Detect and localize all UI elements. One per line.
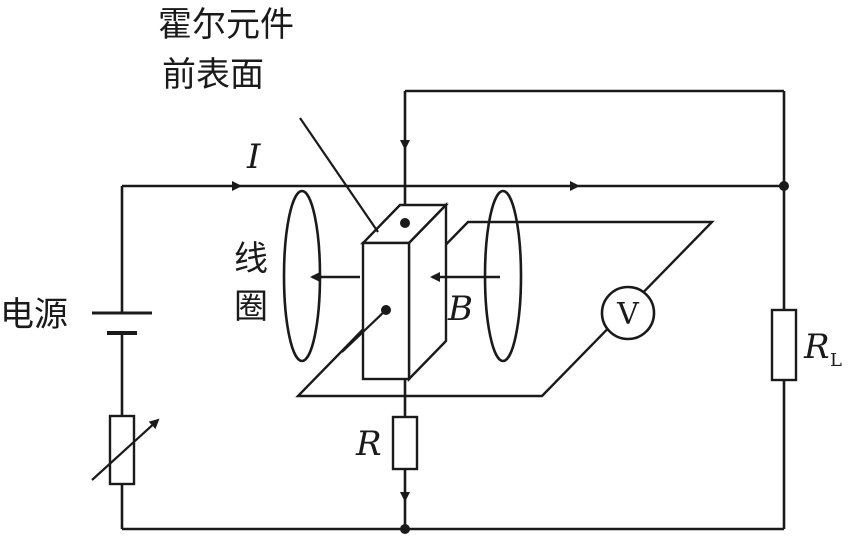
bottom-branch <box>391 379 419 534</box>
junction-bottom <box>400 524 410 534</box>
label-front-surface: 前表面 <box>162 55 264 95</box>
variable-resistor-arrow <box>91 418 160 481</box>
label-current: I <box>246 137 261 177</box>
top-wire <box>122 181 789 191</box>
voltmeter <box>600 285 656 341</box>
resistor-r <box>391 415 419 471</box>
right-branch <box>400 89 798 529</box>
label-magnetic-field: B <box>447 289 473 329</box>
label-hall-element: 霍尔元件 <box>158 5 294 45</box>
label-power-source: 电源 <box>0 295 68 335</box>
voltmeter-label: V <box>616 297 640 332</box>
hall-element <box>341 202 449 382</box>
label-coil-2: 圈 <box>234 287 268 327</box>
label-resistor-rl: R <box>803 327 830 367</box>
hall-element-top-contact <box>400 218 410 228</box>
voltmeter-loop: V <box>295 220 715 398</box>
front-face-pointer <box>299 117 379 233</box>
label-coil-1: 线 <box>234 239 268 279</box>
resistor-rl <box>770 308 798 382</box>
front-contact-wire <box>341 309 387 353</box>
label-resistor-rl-sub: L <box>830 350 842 371</box>
variable-resistor <box>108 414 136 486</box>
power-source-wiring <box>91 186 784 531</box>
label-resistor-r: R <box>355 424 382 464</box>
